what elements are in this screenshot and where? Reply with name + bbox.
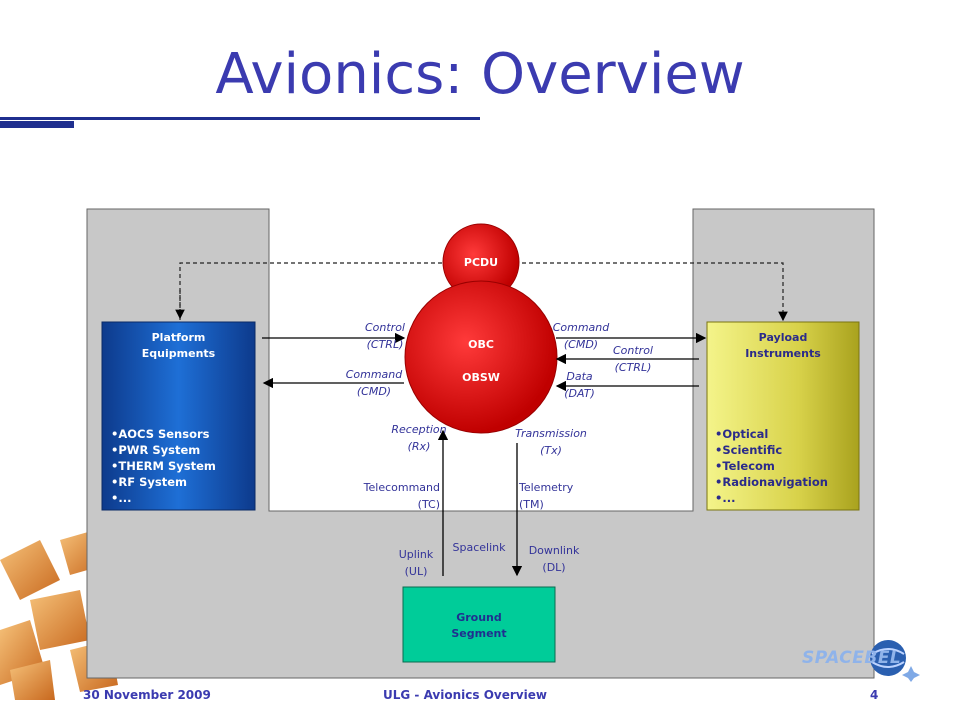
label-line: Telecommand: [363, 481, 440, 494]
payload-title-line2: Instruments: [745, 347, 821, 360]
slide-title: Avionics: Overview: [215, 42, 745, 107]
label-line: (CMD): [563, 338, 599, 351]
label-line: (TC): [417, 498, 440, 511]
label-line: (Tx): [540, 444, 562, 457]
payload-list: Optical Scientific Telecom Radionavigati…: [715, 426, 828, 506]
spacecraft-panel: [86, 208, 875, 679]
title-underline: [0, 117, 480, 120]
platform-list: AOCS Sensors PWR System THERM System RF …: [111, 426, 216, 506]
footer-title: ULG - Avionics Overview: [383, 688, 547, 702]
list-item: THERM System: [111, 458, 216, 474]
label-line: (CTRL): [614, 361, 652, 374]
label-line: (UL): [404, 565, 428, 578]
control-right-label: Control (CTRL): [598, 342, 668, 376]
label-line: Telemetry: [519, 481, 574, 494]
obc-circle: [404, 280, 558, 434]
list-item: Radionavigation: [715, 474, 828, 490]
telemetry-label: Telemetry (TM): [519, 479, 589, 513]
list-item: ...: [111, 490, 216, 506]
payload-title-line1: Payload: [758, 331, 808, 344]
label-line: Data: [566, 370, 593, 383]
list-item: Telecom: [715, 458, 828, 474]
ground-line2: Segment: [451, 627, 507, 640]
label-line: Control: [364, 321, 405, 334]
data-right-label: Data (DAT): [552, 368, 607, 402]
downlink-label: Downlink (DL): [522, 542, 586, 576]
label-line: (Rx): [407, 440, 431, 453]
ground-box: [402, 586, 556, 663]
list-item: AOCS Sensors: [111, 426, 216, 442]
list-item: PWR System: [111, 442, 216, 458]
label-line: Uplink: [398, 548, 434, 561]
ground-line1: Ground: [456, 611, 502, 624]
title-underline-accent: [0, 121, 74, 128]
label-line: Command: [552, 321, 610, 334]
list-item: ...: [715, 490, 828, 506]
list-item: Scientific: [715, 442, 828, 458]
label-line: Control: [612, 344, 653, 357]
label-line: Command: [345, 368, 403, 381]
transmission-label: Transmission (Tx): [508, 425, 594, 459]
command-right-label: Command (CMD): [546, 319, 616, 353]
label-line: (CTRL): [366, 338, 404, 351]
page-number: 4: [870, 688, 879, 702]
obc-label: OBC: [468, 338, 494, 351]
reception-label: Reception (Rx): [384, 421, 454, 455]
uplink-label: Uplink (UL): [388, 546, 444, 580]
platform-title-line2: Equipments: [141, 347, 216, 360]
label-line: (CMD): [356, 385, 392, 398]
telecommand-label: Telecommand (TC): [352, 479, 440, 513]
platform-title-line1: Platform: [151, 331, 206, 344]
command-left-label: Command (CMD): [334, 366, 414, 400]
footer-date: 30 November 2009: [83, 688, 211, 702]
spacebel-logo: SPACEBEL: [800, 636, 920, 682]
control-left-label: Control (CTRL): [350, 319, 420, 353]
logo-text: SPACEBEL: [802, 648, 902, 668]
label-line: (TM): [519, 498, 544, 511]
label-line: Downlink: [528, 544, 580, 557]
list-item: RF System: [111, 474, 216, 490]
label-line: Reception: [391, 423, 447, 436]
logo-globe-icon: [870, 640, 920, 682]
list-item: Optical: [715, 426, 828, 442]
obsw-label: OBSW: [462, 371, 500, 384]
label-line: (DL): [542, 561, 566, 574]
label-line: (DAT): [564, 387, 595, 400]
label-line: Transmission: [515, 427, 587, 440]
pcdu-label: PCDU: [463, 256, 499, 269]
spacelink-label: Spacelink: [452, 541, 506, 554]
